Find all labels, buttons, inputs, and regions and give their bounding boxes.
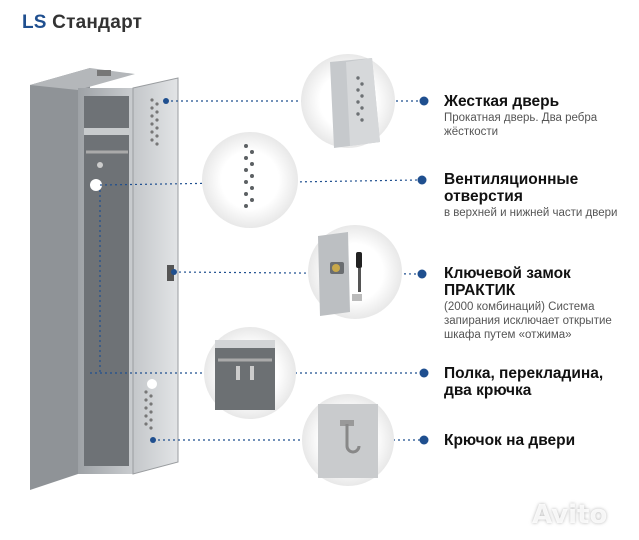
detail-circle-vents [202,132,298,228]
feature-vents: Вентиляционные отверстия в верхней и ниж… [444,171,634,220]
feature-desc: Прокатная дверь. Два ребра жёсткости [444,112,598,138]
feature-desc: (2000 комбинаций) Система запирания искл… [444,301,612,341]
detail-circle-shelf [204,327,296,419]
detail-circle-door-hook [302,394,394,486]
detail-circle-door [301,54,395,148]
avito-watermark: Avito [532,500,608,530]
leader-dots [150,96,429,445]
feature-heading: Полка, перекладина, два крючка [444,365,604,399]
door-vent-top [150,98,159,146]
feature-desc: в верхней и нижней части двери [444,207,618,219]
title-series: LS [22,12,47,33]
door-vent-bottom [144,390,153,430]
page-title: LS Стандарт [22,12,142,34]
feature-heading: Крючок на двери [444,432,576,449]
feature-door-hook: Крючок на двери [444,432,634,449]
feature-heading: Жесткая дверь [444,93,560,110]
feature-heading: Ключевой замок ПРАКТИК [444,265,571,299]
detail-circle-lock [308,225,402,319]
locker-door [132,77,179,475]
feature-shelf: Полка, перекладина, два крючка [444,365,634,399]
feature-heading: Вентиляционные отверстия [444,171,579,205]
feature-lock: Ключевой замок ПРАКТИК (2000 комбинаций)… [444,265,634,342]
feature-rigid-door: Жесткая дверь Прокатная дверь. Два ребра… [444,93,634,139]
title-name: Стандарт [52,12,143,33]
locker-cabinet [30,68,135,490]
